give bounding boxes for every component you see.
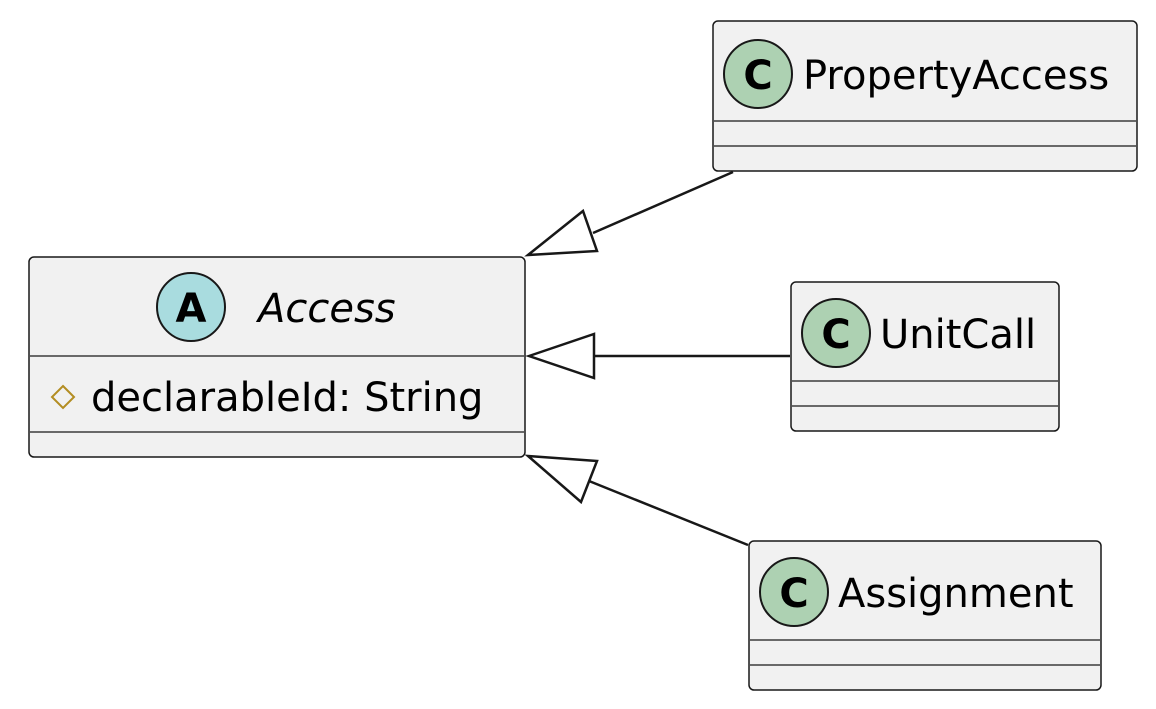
abstract-class-icon: A bbox=[156, 272, 226, 342]
class-name-propertyaccess: PropertyAccess bbox=[803, 53, 1109, 99]
class-box-access[interactable]: A Access declarableId: String bbox=[28, 256, 526, 458]
class-icon: C bbox=[801, 298, 871, 368]
class-name-assignment: Assignment bbox=[838, 571, 1074, 617]
class-box-assignment[interactable]: C Assignment bbox=[748, 540, 1102, 691]
inheritance-edge-propertyaccess-access bbox=[524, 170, 734, 257]
protected-visibility-icon bbox=[50, 384, 76, 410]
attribute-declarableid: declarableId: String bbox=[91, 375, 483, 421]
class-box-unitcall[interactable]: C UnitCall bbox=[790, 281, 1060, 432]
class-badge-letter: C bbox=[743, 53, 772, 99]
class-box-propertyaccess[interactable]: C PropertyAccess bbox=[712, 20, 1138, 172]
class-icon: C bbox=[759, 557, 829, 627]
class-badge-letter: C bbox=[821, 312, 850, 358]
class-icon: C bbox=[723, 39, 793, 109]
inheritance-edge-assignment-access bbox=[524, 454, 749, 547]
class-badge-letter: C bbox=[779, 571, 808, 617]
class-name-unitcall: UnitCall bbox=[880, 312, 1036, 358]
inheritance-edge-unitcall-access bbox=[525, 332, 790, 380]
abstract-badge-letter: A bbox=[176, 286, 207, 332]
class-name-access: Access bbox=[255, 286, 396, 332]
